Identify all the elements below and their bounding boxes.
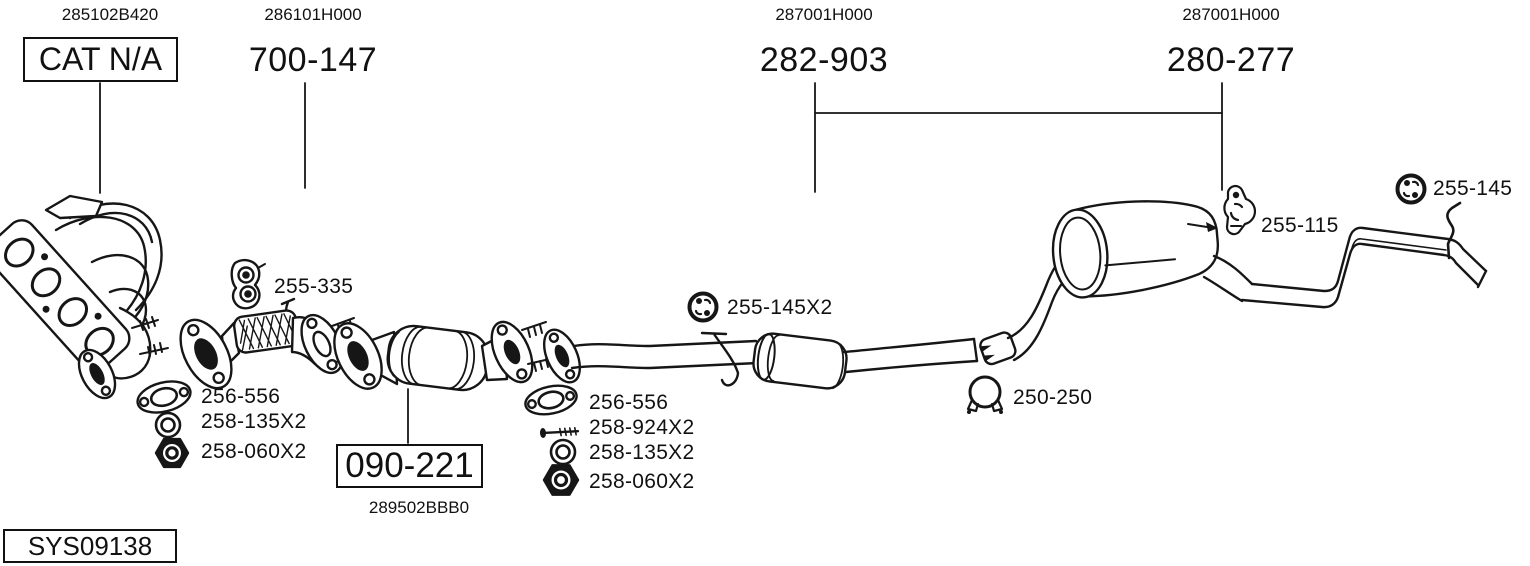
part-code-nut-mid[interactable]: 258-060X2	[589, 470, 695, 493]
middle-pipe-drawing	[542, 328, 979, 390]
bolt-icon	[539, 427, 580, 438]
pointer-arrow	[1187, 222, 1218, 232]
hanger-rod	[700, 331, 740, 387]
oem-ref-converter: 289502BBB0	[368, 498, 470, 517]
nut-icon	[154, 437, 190, 469]
part-code-clamp-250-250[interactable]: 250-250	[1013, 386, 1093, 409]
part-code-mount-255-145x2[interactable]: 255-145X2	[727, 296, 833, 319]
part-code-washer-left[interactable]: 258-135X2	[201, 410, 307, 433]
catalytic-converter-drawing	[333, 320, 555, 392]
oem-ref-manifold: 285102B420	[61, 5, 159, 24]
part-code-gasket-mid[interactable]: 256-556	[589, 391, 669, 414]
system-id-badge: SYS09138	[3, 529, 177, 563]
part-code-nut-left[interactable]: 258-060X2	[201, 440, 307, 463]
round-mount-icon	[1395, 173, 1427, 205]
part-code-gasket-left[interactable]: 256-556	[201, 385, 281, 408]
oem-ref-rear-muffler: 287001H000	[1182, 5, 1280, 24]
callout-lines	[99, 82, 1223, 444]
assembly-code-rear-muffler[interactable]: 280-277	[1166, 41, 1296, 79]
part-code-mount-255-145[interactable]: 255-145	[1433, 177, 1513, 200]
assembly-code-manifold[interactable]: CAT N/A	[23, 37, 178, 82]
oem-ref-middle-pipe: 287001H000	[775, 5, 873, 24]
exhaust-manifold-drawing	[0, 194, 169, 400]
gasket-icon	[524, 384, 578, 416]
washer-icon	[549, 438, 577, 466]
part-code-converter[interactable]: 090-221	[336, 444, 483, 488]
flex-pipe-drawing	[179, 297, 361, 390]
part-code-bolt-mid[interactable]: 258-924X2	[589, 416, 695, 439]
stud-bolt	[131, 316, 169, 357]
clamp-icon	[966, 375, 1004, 414]
nut-icon	[542, 464, 580, 496]
braided-section	[232, 309, 300, 354]
tail-pipe-drawing	[1240, 201, 1488, 309]
oem-ref-front-pipe: 286101H000	[264, 5, 362, 24]
round-mount-icon	[687, 291, 719, 323]
gasket-icon	[136, 380, 192, 414]
assembly-code-front-pipe[interactable]: 700-147	[248, 41, 378, 79]
part-code-washer-mid[interactable]: 258-135X2	[589, 441, 695, 464]
rubber-hanger-icon	[230, 259, 266, 310]
bracket-icon	[1223, 184, 1257, 236]
washer-icon	[154, 411, 182, 439]
stud-bolt	[521, 321, 555, 372]
rear-muffler-drawing	[979, 200, 1254, 366]
part-code-bracket-255-115[interactable]: 255-115	[1261, 214, 1339, 237]
assembly-code-middle-pipe[interactable]: 282-903	[759, 41, 889, 79]
hanger-rod	[1446, 201, 1462, 260]
part-code-hanger-255-335[interactable]: 255-335	[274, 275, 354, 298]
resonator	[752, 332, 848, 390]
